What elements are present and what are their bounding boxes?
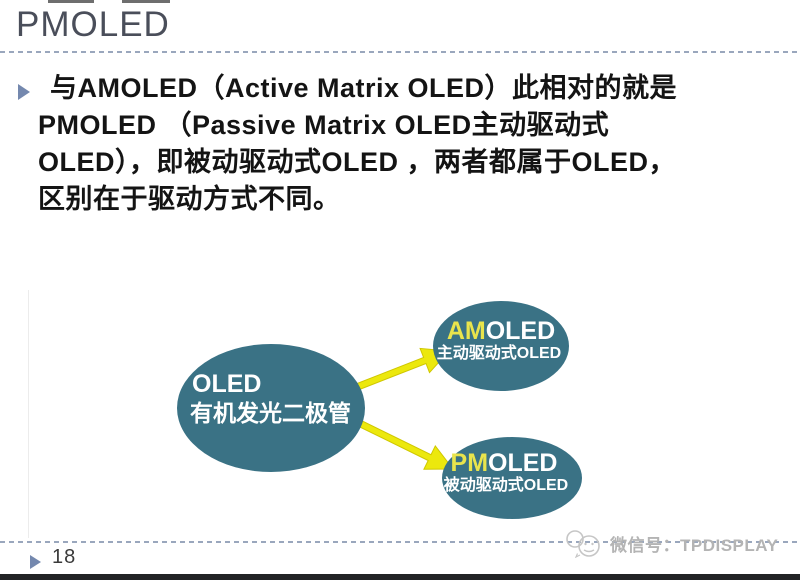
body-line-3: OLED），即被动驱动式OLED ，两者都属于OLED，	[38, 147, 677, 177]
pmoled-rest-text: OLED	[488, 449, 557, 477]
body-line-1: 与AMOLED（Active Matrix OLED）此相对的就是	[50, 73, 678, 103]
body-line-2: PMOLED （Passive Matrix OLED主动驱动式	[38, 110, 610, 140]
oled-node-subtitle: 有机发光二极管	[190, 400, 351, 426]
title-divider	[0, 51, 800, 53]
page-number: 18	[52, 546, 77, 568]
top-crop-mark	[122, 0, 170, 3]
pmoled-highlight-text: PM	[451, 449, 489, 477]
pmoled-node: PMOLED 被动驱动式OLED	[442, 437, 582, 519]
bottom-bar	[0, 574, 800, 580]
amoled-node-title: AMOLED	[447, 317, 555, 345]
oled-node-title: OLED	[192, 370, 261, 398]
amoled-highlight-text: AM	[447, 317, 486, 345]
footer-divider	[0, 541, 800, 543]
watermark-label: 微信号：TPDISPLAY	[610, 535, 779, 555]
page-number-bullet-icon	[30, 555, 41, 569]
bullet-icon	[18, 84, 30, 100]
oled-node: OLED 有机发光二极管	[177, 344, 365, 472]
pmoled-node-title: PMOLED	[451, 449, 558, 477]
placeholder-edge-line	[28, 290, 29, 538]
amoled-node: AMOLED 主动驱动式OLED	[433, 301, 569, 391]
body-line-4: 区别在于驱动方式不同。	[38, 184, 341, 214]
wechat-icon	[566, 530, 600, 558]
watermark: 微信号：TPDISPLAY	[562, 528, 778, 558]
page-title: PMOLED	[16, 5, 170, 44]
amoled-node-subtitle: 主动驱动式OLED	[437, 343, 561, 362]
arrow-to-pmoled-icon	[356, 419, 455, 470]
pmoled-node-subtitle: 被动驱动式OLED	[444, 475, 568, 494]
top-crop-mark	[48, 0, 94, 3]
amoled-rest-text: OLED	[486, 317, 555, 345]
body-text: 与AMOLED（Active Matrix OLED）此相对的就是 PMOLED…	[38, 70, 783, 218]
